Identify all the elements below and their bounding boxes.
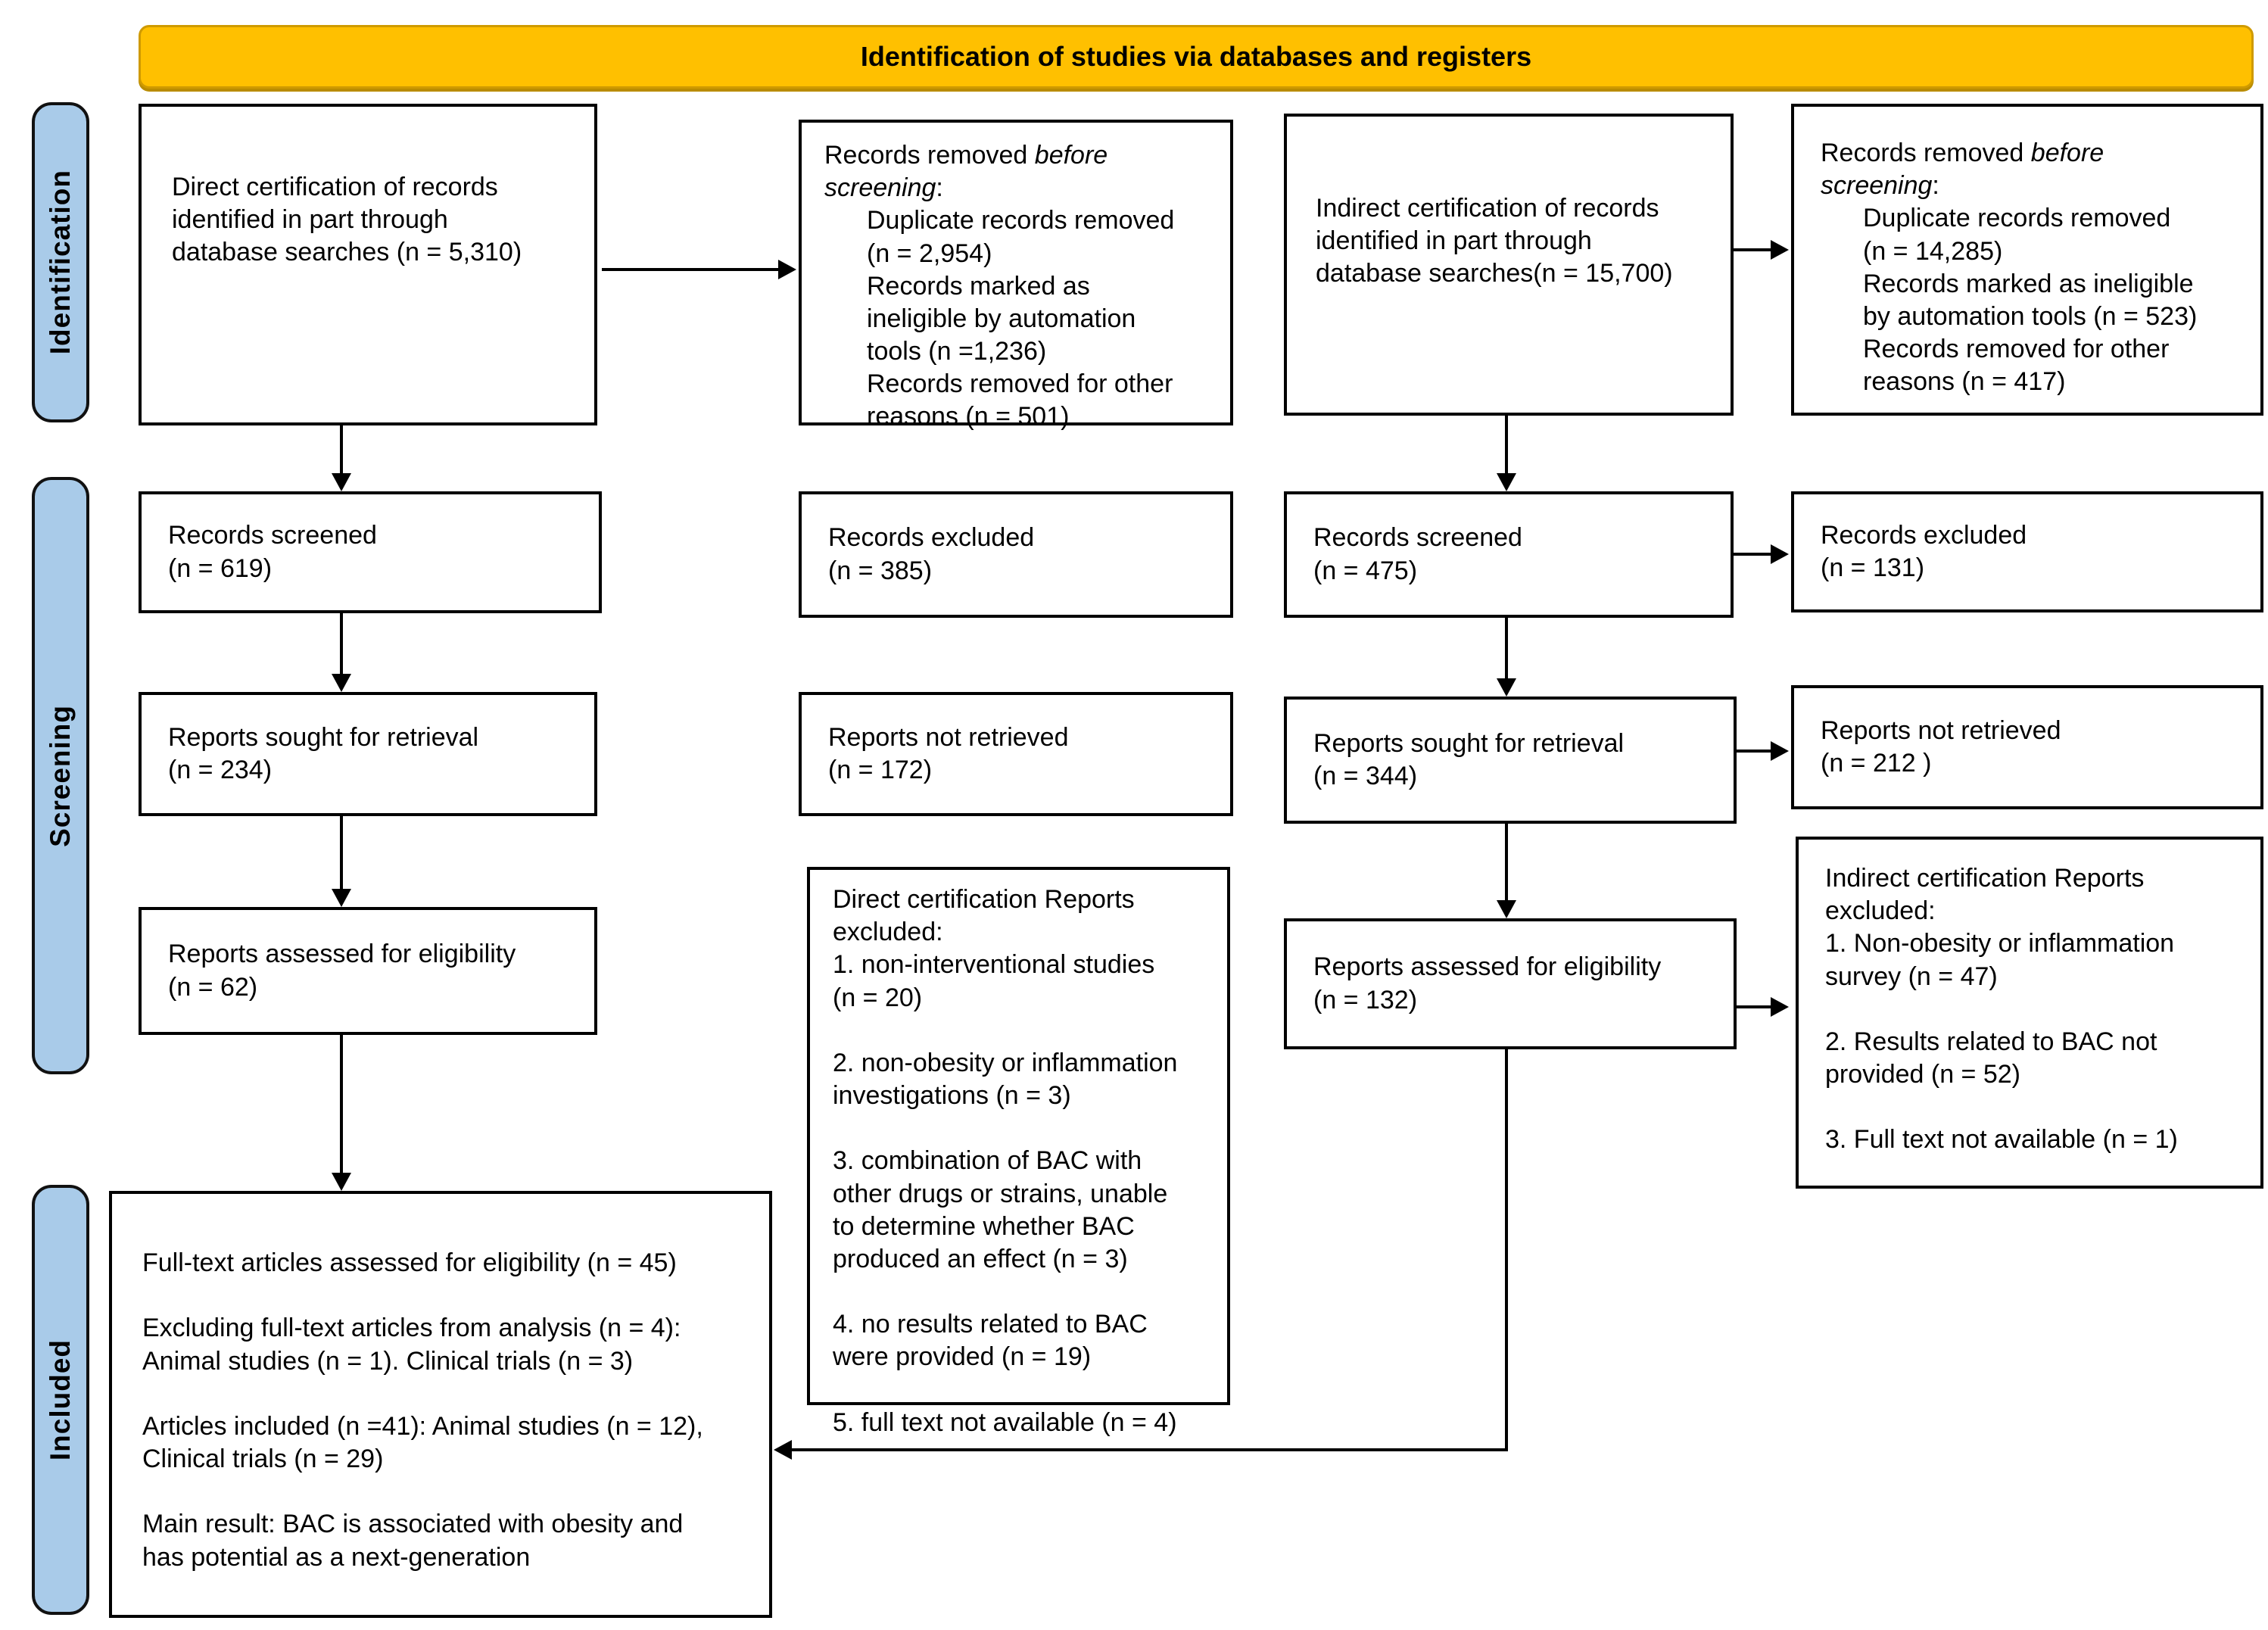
box-indirect-reports-assessed-text: Reports assessed for eligibility (n = 13…: [1313, 952, 1662, 1014]
arrow-indirect-assessed-to-included-head: [774, 1440, 792, 1460]
removed-item: Records marked as ineligible by automati…: [1863, 269, 2198, 331]
box-direct-reports-excluded-text: Direct certification Reports excluded: 1…: [833, 885, 1178, 1437]
box-indirect-reports-assessed: Reports assessed for eligibility (n = 13…: [1284, 918, 1737, 1049]
stage-label-included: Included: [32, 1185, 89, 1615]
box-direct-records-removed-title-post: :: [936, 173, 943, 203]
box-indirect-records-identified: Indirect certification of records identi…: [1284, 114, 1734, 416]
arrow-indirect-identified-to-screened-line: [1505, 416, 1508, 473]
arrow-indirect-screened-to-excluded-head: [1771, 544, 1789, 564]
removed-item: Records removed for other reasons (n = 4…: [1863, 335, 2170, 397]
box-indirect-reports-not-retrieved: Reports not retrieved (n = 212 ): [1791, 685, 2263, 809]
box-direct-reports-assessed: Reports assessed for eligibility (n = 62…: [139, 907, 597, 1035]
box-included-summary-text: Full-text articles assessed for eligibil…: [142, 1248, 703, 1572]
box-indirect-records-removed-title-pre: Records removed: [1821, 139, 2031, 167]
box-indirect-reports-sought-text: Reports sought for retrieval (n = 344): [1313, 728, 1625, 790]
box-included-summary: Full-text articles assessed for eligibil…: [109, 1191, 772, 1618]
box-direct-reports-not-retrieved: Reports not retrieved (n = 172): [799, 692, 1233, 816]
arrow-indirect-identified-to-removed-head: [1771, 240, 1789, 260]
box-indirect-records-excluded-text: Records excluded (n = 131): [1821, 520, 2027, 582]
stage-label-included-text: Included: [45, 1339, 76, 1461]
arrow-indirect-screened-to-excluded-line: [1734, 553, 1771, 556]
box-indirect-records-identified-text: Indirect certification of records identi…: [1316, 194, 1673, 288]
arrow-indirect-assessed-to-excluded-line: [1737, 1005, 1771, 1008]
arrow-indirect-screened-to-sought-line: [1505, 618, 1508, 678]
arrow-indirect-sought-to-assessed-head: [1497, 900, 1516, 918]
box-indirect-records-removed-title: Records removed before screening:: [1821, 137, 2176, 202]
box-direct-records-identified-text: Direct certification of records identifi…: [172, 173, 522, 267]
box-direct-reports-sought-text: Reports sought for retrieval (n = 234): [168, 722, 479, 784]
arrow-indirect-identified-to-screened-head: [1497, 473, 1516, 491]
arrow-direct-sought-to-assessed-line: [340, 816, 343, 889]
box-indirect-records-screened: Records screened (n = 475): [1284, 491, 1734, 618]
box-indirect-reports-excluded: Indirect certification Reports excluded:…: [1796, 837, 2263, 1189]
box-direct-records-identified: Direct certification of records identifi…: [139, 104, 597, 425]
arrow-indirect-assessed-to-included-vline: [1505, 1049, 1508, 1451]
arrow-direct-identified-to-screened-head: [332, 473, 351, 491]
removed-item: Duplicate records removed (n = 2,954): [867, 206, 1175, 268]
box-direct-records-screened-text: Records screened (n = 619): [168, 521, 377, 583]
arrow-indirect-sought-to-not-retrieved-head: [1771, 741, 1789, 761]
arrow-direct-screened-to-sought-line: [340, 613, 343, 674]
arrow-direct-assessed-to-included-line: [340, 1035, 343, 1173]
removed-item: Records removed for other reasons (n = 5…: [867, 369, 1173, 432]
box-direct-records-removed-title-em: before screening: [824, 141, 1108, 203]
box-direct-reports-sought: Reports sought for retrieval (n = 234): [139, 692, 597, 816]
arrow-indirect-sought-to-not-retrieved-line: [1737, 750, 1771, 753]
arrow-indirect-identified-to-removed-line: [1734, 248, 1771, 251]
header-banner: Identification of studies via databases …: [139, 25, 2254, 89]
removed-item: Records marked as ineligible by automati…: [867, 271, 1136, 366]
box-indirect-reports-sought: Reports sought for retrieval (n = 344): [1284, 697, 1737, 824]
box-direct-records-excluded: Records excluded (n = 385): [799, 491, 1233, 618]
arrow-indirect-assessed-to-included-hline: [792, 1448, 1508, 1451]
box-indirect-records-removed-title-em: before screening: [1821, 139, 2104, 201]
box-indirect-records-removed: Records removed before screening: Duplic…: [1791, 104, 2263, 416]
arrow-direct-identified-to-screened-line: [340, 425, 343, 473]
box-direct-records-excluded-text: Records excluded (n = 385): [828, 523, 1035, 585]
stage-label-screening: Screening: [32, 477, 89, 1074]
removed-item: Duplicate records removed (n = 14,285): [1863, 204, 2171, 266]
box-direct-records-removed-title: Records removed before screening:: [824, 139, 1161, 204]
box-direct-reports-assessed-text: Reports assessed for eligibility (n = 62…: [168, 940, 516, 1002]
box-indirect-records-removed-title-post: :: [1932, 171, 1939, 201]
stage-label-screening-text: Screening: [45, 704, 76, 847]
arrow-indirect-screened-to-sought-head: [1497, 678, 1516, 697]
box-direct-records-removed-title-pre: Records removed: [824, 141, 1035, 170]
stage-label-identification: Identification: [32, 102, 89, 422]
box-indirect-reports-excluded-text: Indirect certification Reports excluded:…: [1825, 864, 2178, 1155]
box-indirect-records-screened-text: Records screened (n = 475): [1313, 523, 1522, 585]
arrow-indirect-sought-to-assessed-line: [1505, 824, 1508, 900]
box-indirect-records-removed-items: Duplicate records removed (n = 14,285) R…: [1863, 202, 2251, 398]
arrow-direct-identified-to-removed-head: [778, 260, 796, 279]
arrow-direct-identified-to-removed-line: [602, 268, 778, 271]
box-direct-reports-not-retrieved-text: Reports not retrieved (n = 172): [828, 722, 1069, 784]
box-direct-records-removed: Records removed before screening: Duplic…: [799, 120, 1233, 431]
box-indirect-reports-not-retrieved-text: Reports not retrieved (n = 212 ): [1821, 715, 2061, 778]
box-indirect-records-excluded: Records excluded (n = 131): [1791, 491, 2263, 612]
arrow-direct-screened-to-sought-head: [332, 674, 351, 692]
arrow-direct-assessed-to-included-head: [332, 1173, 351, 1191]
stage-label-identification-text: Identification: [45, 170, 76, 355]
header-title: Identification of studies via databases …: [860, 41, 1532, 72]
box-direct-records-screened: Records screened (n = 619): [139, 491, 602, 613]
arrow-direct-sought-to-assessed-head: [332, 889, 351, 907]
box-direct-records-removed-items: Duplicate records removed (n = 2,954) Re…: [867, 204, 1221, 433]
arrow-indirect-assessed-to-excluded-head: [1771, 997, 1789, 1017]
box-direct-reports-excluded: Direct certification Reports excluded: 1…: [807, 867, 1230, 1437]
